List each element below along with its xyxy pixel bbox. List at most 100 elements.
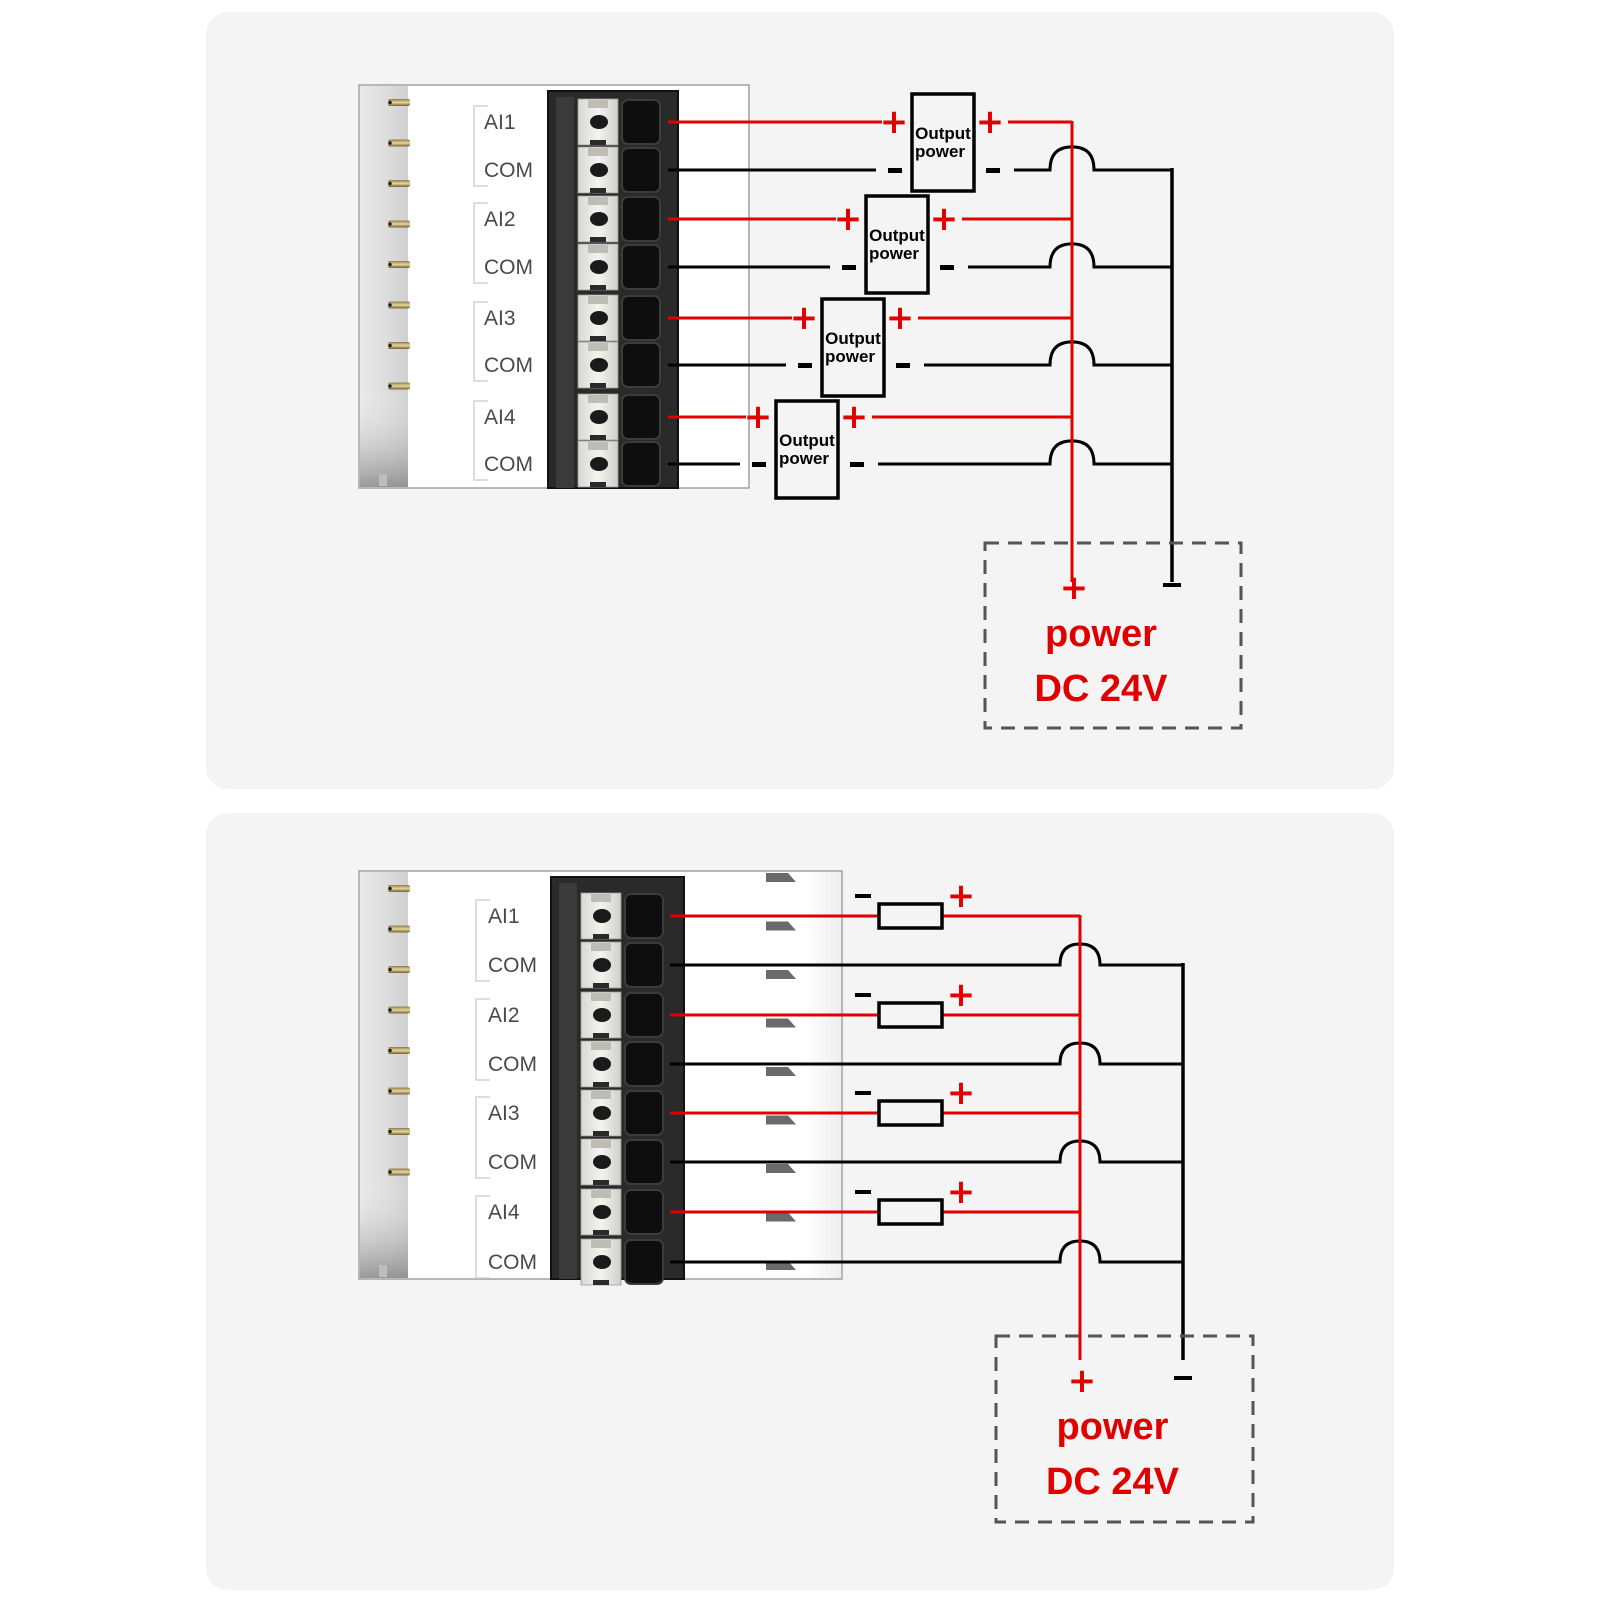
- minus-sign-out: [896, 363, 910, 368]
- terminal-label-ai4: AI4: [484, 406, 516, 429]
- screw-clamp-base: [593, 934, 609, 939]
- screw-clamp-base: [593, 1131, 609, 1136]
- contact-pin: [388, 885, 410, 892]
- label-bracket: [473, 202, 488, 284]
- psu-label-power: power: [1045, 613, 1157, 655]
- label-bracket: [475, 1096, 490, 1179]
- psu-plus-sign: +: [1068, 1361, 1097, 1401]
- resistor: [877, 1099, 944, 1127]
- latch-tab: [766, 1067, 796, 1076]
- screw-head: [590, 115, 608, 129]
- output-power-label-line2: power: [779, 449, 829, 468]
- screw-clamp-slot: [591, 1140, 611, 1148]
- rail-foot: [379, 1265, 387, 1277]
- minus-sign-out: [940, 265, 954, 270]
- screw-head: [593, 1008, 611, 1022]
- din-rail-shadow: [360, 86, 408, 487]
- contact-pin-tip: [388, 1008, 392, 1012]
- screw-clamp-base: [590, 237, 606, 242]
- label-bracket: [473, 301, 488, 382]
- contact-pin-tip: [388, 927, 392, 931]
- resistor: [877, 902, 944, 930]
- terminal-block-edge: [559, 883, 577, 1279]
- screw-clamp-slot: [591, 1091, 611, 1099]
- label-bracket: [473, 400, 488, 481]
- wire-entry-hole: [621, 99, 661, 145]
- minus-sign-in: [842, 265, 856, 270]
- screw-clamp-slot: [591, 1190, 611, 1198]
- resistor-wiring-diagram: AI1COMAI2COMAI3COMAI4COM+-+-+-+-+-powerD…: [358, 870, 1255, 1524]
- screw-clamp-slot: [588, 395, 608, 403]
- screw-head: [593, 1205, 611, 1219]
- screw-head: [593, 1106, 611, 1120]
- screw-clamp-base: [590, 188, 606, 193]
- channel-ai1: +-: [670, 876, 1183, 967]
- screw-clamp-slot: [591, 1240, 611, 1248]
- minus-sign-out: [850, 462, 864, 467]
- power-supply-outline: [994, 1334, 1255, 1524]
- contact-pin-tip: [388, 1048, 392, 1053]
- channel-ai4: +-: [670, 1172, 1183, 1264]
- plus-sign: +: [947, 1073, 976, 1113]
- contact-pin: [388, 966, 410, 973]
- contact-pin-tip: [388, 1170, 392, 1174]
- latch-tab: [766, 1164, 796, 1173]
- contact-pin-tip: [388, 222, 392, 226]
- wire-entry-hole: [621, 244, 661, 290]
- screw-clamp-base: [590, 383, 606, 388]
- din-rail-shadow: [360, 872, 408, 1278]
- contact-pin-tip: [388, 262, 392, 267]
- transmitter-wiring-diagram: AI1COMAI2COMAI3COMAI4COM++Outputpower++O…: [358, 84, 1243, 730]
- contact-pin: [388, 1168, 410, 1176]
- terminal-label-com: COM: [488, 1251, 537, 1274]
- terminal-label-ai1: AI1: [488, 905, 520, 928]
- resistor: [877, 1001, 944, 1029]
- minus-sign-in: [798, 363, 812, 368]
- output-power-module: [774, 399, 840, 500]
- terminal-block-edge: [556, 97, 574, 488]
- contact-pin: [388, 261, 410, 268]
- screw-clamp-slot: [591, 993, 611, 1001]
- psu-plus-sign: +: [1060, 568, 1089, 608]
- terminal-label-ai2: AI2: [484, 208, 516, 231]
- screw-clamp-base: [593, 1082, 609, 1087]
- screw-head: [590, 358, 608, 372]
- wire-entry-hole: [624, 1090, 664, 1136]
- contact-pin: [388, 925, 410, 933]
- latch-tab: [766, 1212, 796, 1222]
- terminal-label-com: COM: [488, 1151, 537, 1174]
- output-power-label-line2: power: [915, 142, 965, 161]
- terminal-label-com: COM: [488, 1053, 537, 1076]
- screw-head: [590, 457, 608, 471]
- screw-head: [593, 1255, 611, 1269]
- terminal-label-com: COM: [484, 354, 533, 377]
- latch-tab: [766, 921, 796, 931]
- screw-clamp-base: [590, 482, 606, 487]
- contact-pin: [388, 180, 410, 187]
- contact-pin: [388, 382, 410, 390]
- wire-entry-hole: [621, 295, 661, 341]
- minus-sign: [855, 1091, 871, 1095]
- terminal-label-ai2: AI2: [488, 1004, 520, 1027]
- minus-sign-out: [986, 168, 1000, 173]
- contact-pin-tip: [388, 886, 392, 891]
- contact-pin-tip: [388, 181, 392, 186]
- screw-clamp-base: [593, 983, 609, 988]
- module-side-shade: [804, 872, 841, 1278]
- screw-clamp-base: [590, 336, 606, 341]
- output-power-module: [864, 194, 930, 295]
- output-power-module: [910, 92, 976, 193]
- screw-clamp-slot: [588, 197, 608, 205]
- psu-minus-sign: [1174, 1376, 1192, 1380]
- screw-head: [590, 163, 608, 177]
- contact-pin-tip: [388, 141, 392, 145]
- screw-clamp-base: [590, 435, 606, 440]
- terminal-label-ai3: AI3: [488, 1102, 520, 1125]
- plus-sign-in: +: [744, 397, 773, 437]
